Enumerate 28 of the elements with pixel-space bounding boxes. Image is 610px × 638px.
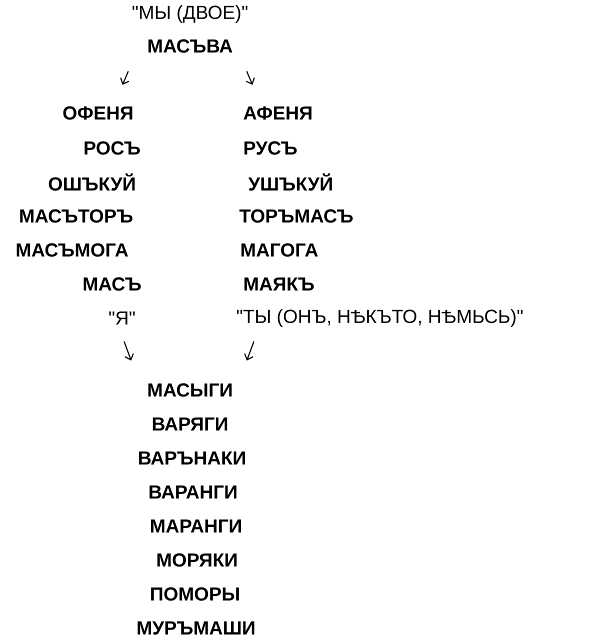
word: МАСЪВА: [148, 39, 232, 53]
word: ТОРЪМАСЪ: [239, 209, 353, 223]
arrow: [244, 341, 254, 361]
word: МАЯКЪ: [244, 277, 314, 291]
arrow: [124, 341, 134, 361]
arrow: [120, 71, 130, 85]
word: МАСЫГИ: [148, 383, 232, 397]
word: МОРЯКИ: [157, 553, 237, 567]
quoted-gloss: "МЫ (ДВОЕ)": [132, 5, 248, 23]
quoted-gloss: "Я": [109, 311, 135, 325]
word: МАСЪТОРЪ: [20, 209, 132, 223]
word: ВАРЪНАКИ: [139, 451, 245, 465]
word: РУСЪ: [244, 141, 297, 155]
word: МАСЪ: [84, 277, 141, 291]
word: МАГОГА: [241, 243, 318, 257]
word: МАРАНГИ: [151, 519, 241, 533]
arrow: [246, 71, 255, 85]
word: ПОМОРЫ: [151, 587, 239, 601]
word: АФЕНЯ: [244, 106, 312, 120]
word: МУРЪМАШИ: [138, 621, 254, 635]
word: МАСЪМОГА: [16, 243, 128, 257]
word: РОСЪ: [84, 141, 140, 155]
word: ОШЪКУЙ: [48, 173, 135, 191]
quoted-gloss: "ТЫ (ОНЪ, НѢКЪТО, НѢМЬСЬ)": [237, 309, 523, 327]
word: УШЪКУЙ: [248, 173, 332, 191]
word: ВАРАНГИ: [150, 485, 236, 499]
word: ОФЕНЯ: [63, 106, 132, 120]
word: ВАРЯГИ: [152, 417, 228, 431]
